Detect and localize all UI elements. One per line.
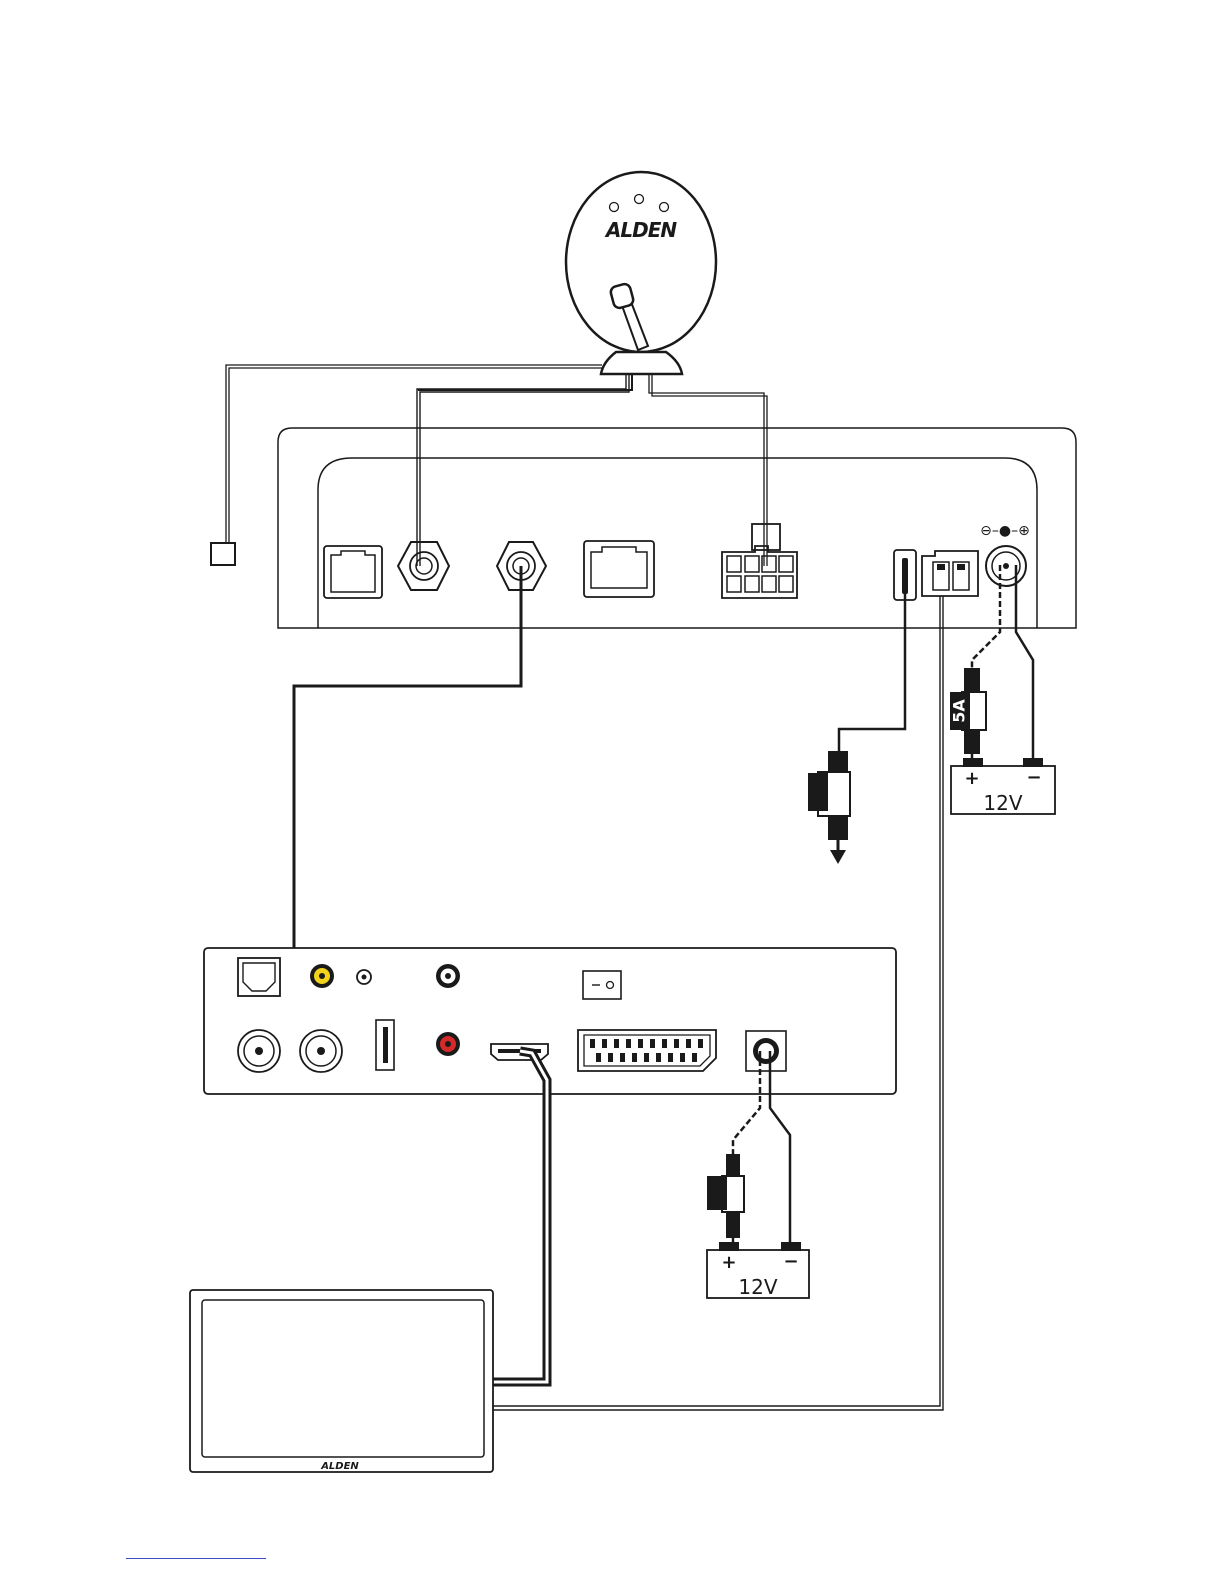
rca-audio-right-port [436, 1032, 460, 1056]
scart-pin [644, 1053, 649, 1062]
hdmi-cable [493, 1051, 547, 1382]
rca-video-port [310, 964, 334, 988]
f-connector-lnb [398, 542, 449, 590]
fuse-bottom [707, 1154, 744, 1238]
lnb-head [609, 283, 634, 309]
receiver-housing [204, 948, 896, 1094]
scart-pin [662, 1039, 667, 1048]
scart-port [578, 1030, 716, 1071]
fuse-top: 5A [950, 668, 987, 754]
dish-led [660, 203, 669, 212]
scart-pin [638, 1039, 643, 1048]
audio-jack [357, 970, 371, 984]
lnb-cable [417, 374, 632, 566]
tv-logo: ALDEN [320, 1461, 359, 1472]
dish-base [601, 352, 682, 374]
scart-pin [632, 1053, 637, 1062]
scart-pin [596, 1053, 601, 1062]
battery-plus: + [964, 768, 979, 789]
rf-connector-right [300, 1030, 342, 1072]
cigarette-plug [808, 751, 850, 864]
battery-bottom: + − 12V [707, 1242, 809, 1299]
battery-top: + − 12V [951, 758, 1055, 815]
power-switch [583, 971, 621, 999]
battery-minus: − [783, 1251, 798, 1272]
tv-screen [202, 1300, 484, 1457]
motor-cable [649, 374, 780, 566]
scart-pin [650, 1039, 655, 1048]
motor-connector [722, 546, 797, 598]
battery-minus: − [1026, 767, 1041, 788]
dish-led [610, 203, 619, 212]
scart-pin [590, 1039, 595, 1048]
scart-pin [620, 1053, 625, 1062]
receiver-dc-jack [746, 1031, 786, 1071]
receiver [204, 948, 896, 1094]
battery-voltage: 12V [983, 791, 1022, 815]
rf-connector-left [238, 1030, 280, 1072]
terminal-block [922, 551, 978, 596]
optical-port [238, 958, 280, 996]
scart-pin [608, 1053, 613, 1062]
fuse-label: 5A [950, 699, 969, 723]
scart-pin [668, 1053, 673, 1062]
usb-port [376, 1020, 394, 1070]
dc-power-jack [986, 546, 1026, 586]
dish-logo: ALDEN [604, 218, 677, 242]
scart-pin [686, 1039, 691, 1048]
scart-pin [656, 1053, 661, 1062]
rca-audio-left-port [436, 964, 460, 988]
control-unit: ⊖–●–⊕ [278, 428, 1076, 628]
satellite-dish: ALDEN [566, 172, 716, 374]
television: ALDEN [190, 1290, 493, 1472]
scart-pin [614, 1039, 619, 1048]
polarity-symbol: ⊖–●–⊕ [980, 523, 1030, 539]
rj-port [324, 546, 382, 598]
footer-rule [126, 1558, 266, 1559]
scart-pin [626, 1039, 631, 1048]
scart-pin [680, 1053, 685, 1062]
control-unit-housing [278, 428, 1076, 628]
dish-led [635, 195, 644, 204]
scart-pin [692, 1053, 697, 1062]
scart-pin [674, 1039, 679, 1048]
battery-plus: + [721, 1252, 736, 1273]
battery-voltage: 12V [738, 1275, 777, 1299]
ethernet-port [584, 541, 654, 597]
scart-pin [602, 1039, 607, 1048]
plug-cable [839, 575, 905, 752]
sensor-box [211, 543, 235, 565]
scart-pin [698, 1039, 703, 1048]
